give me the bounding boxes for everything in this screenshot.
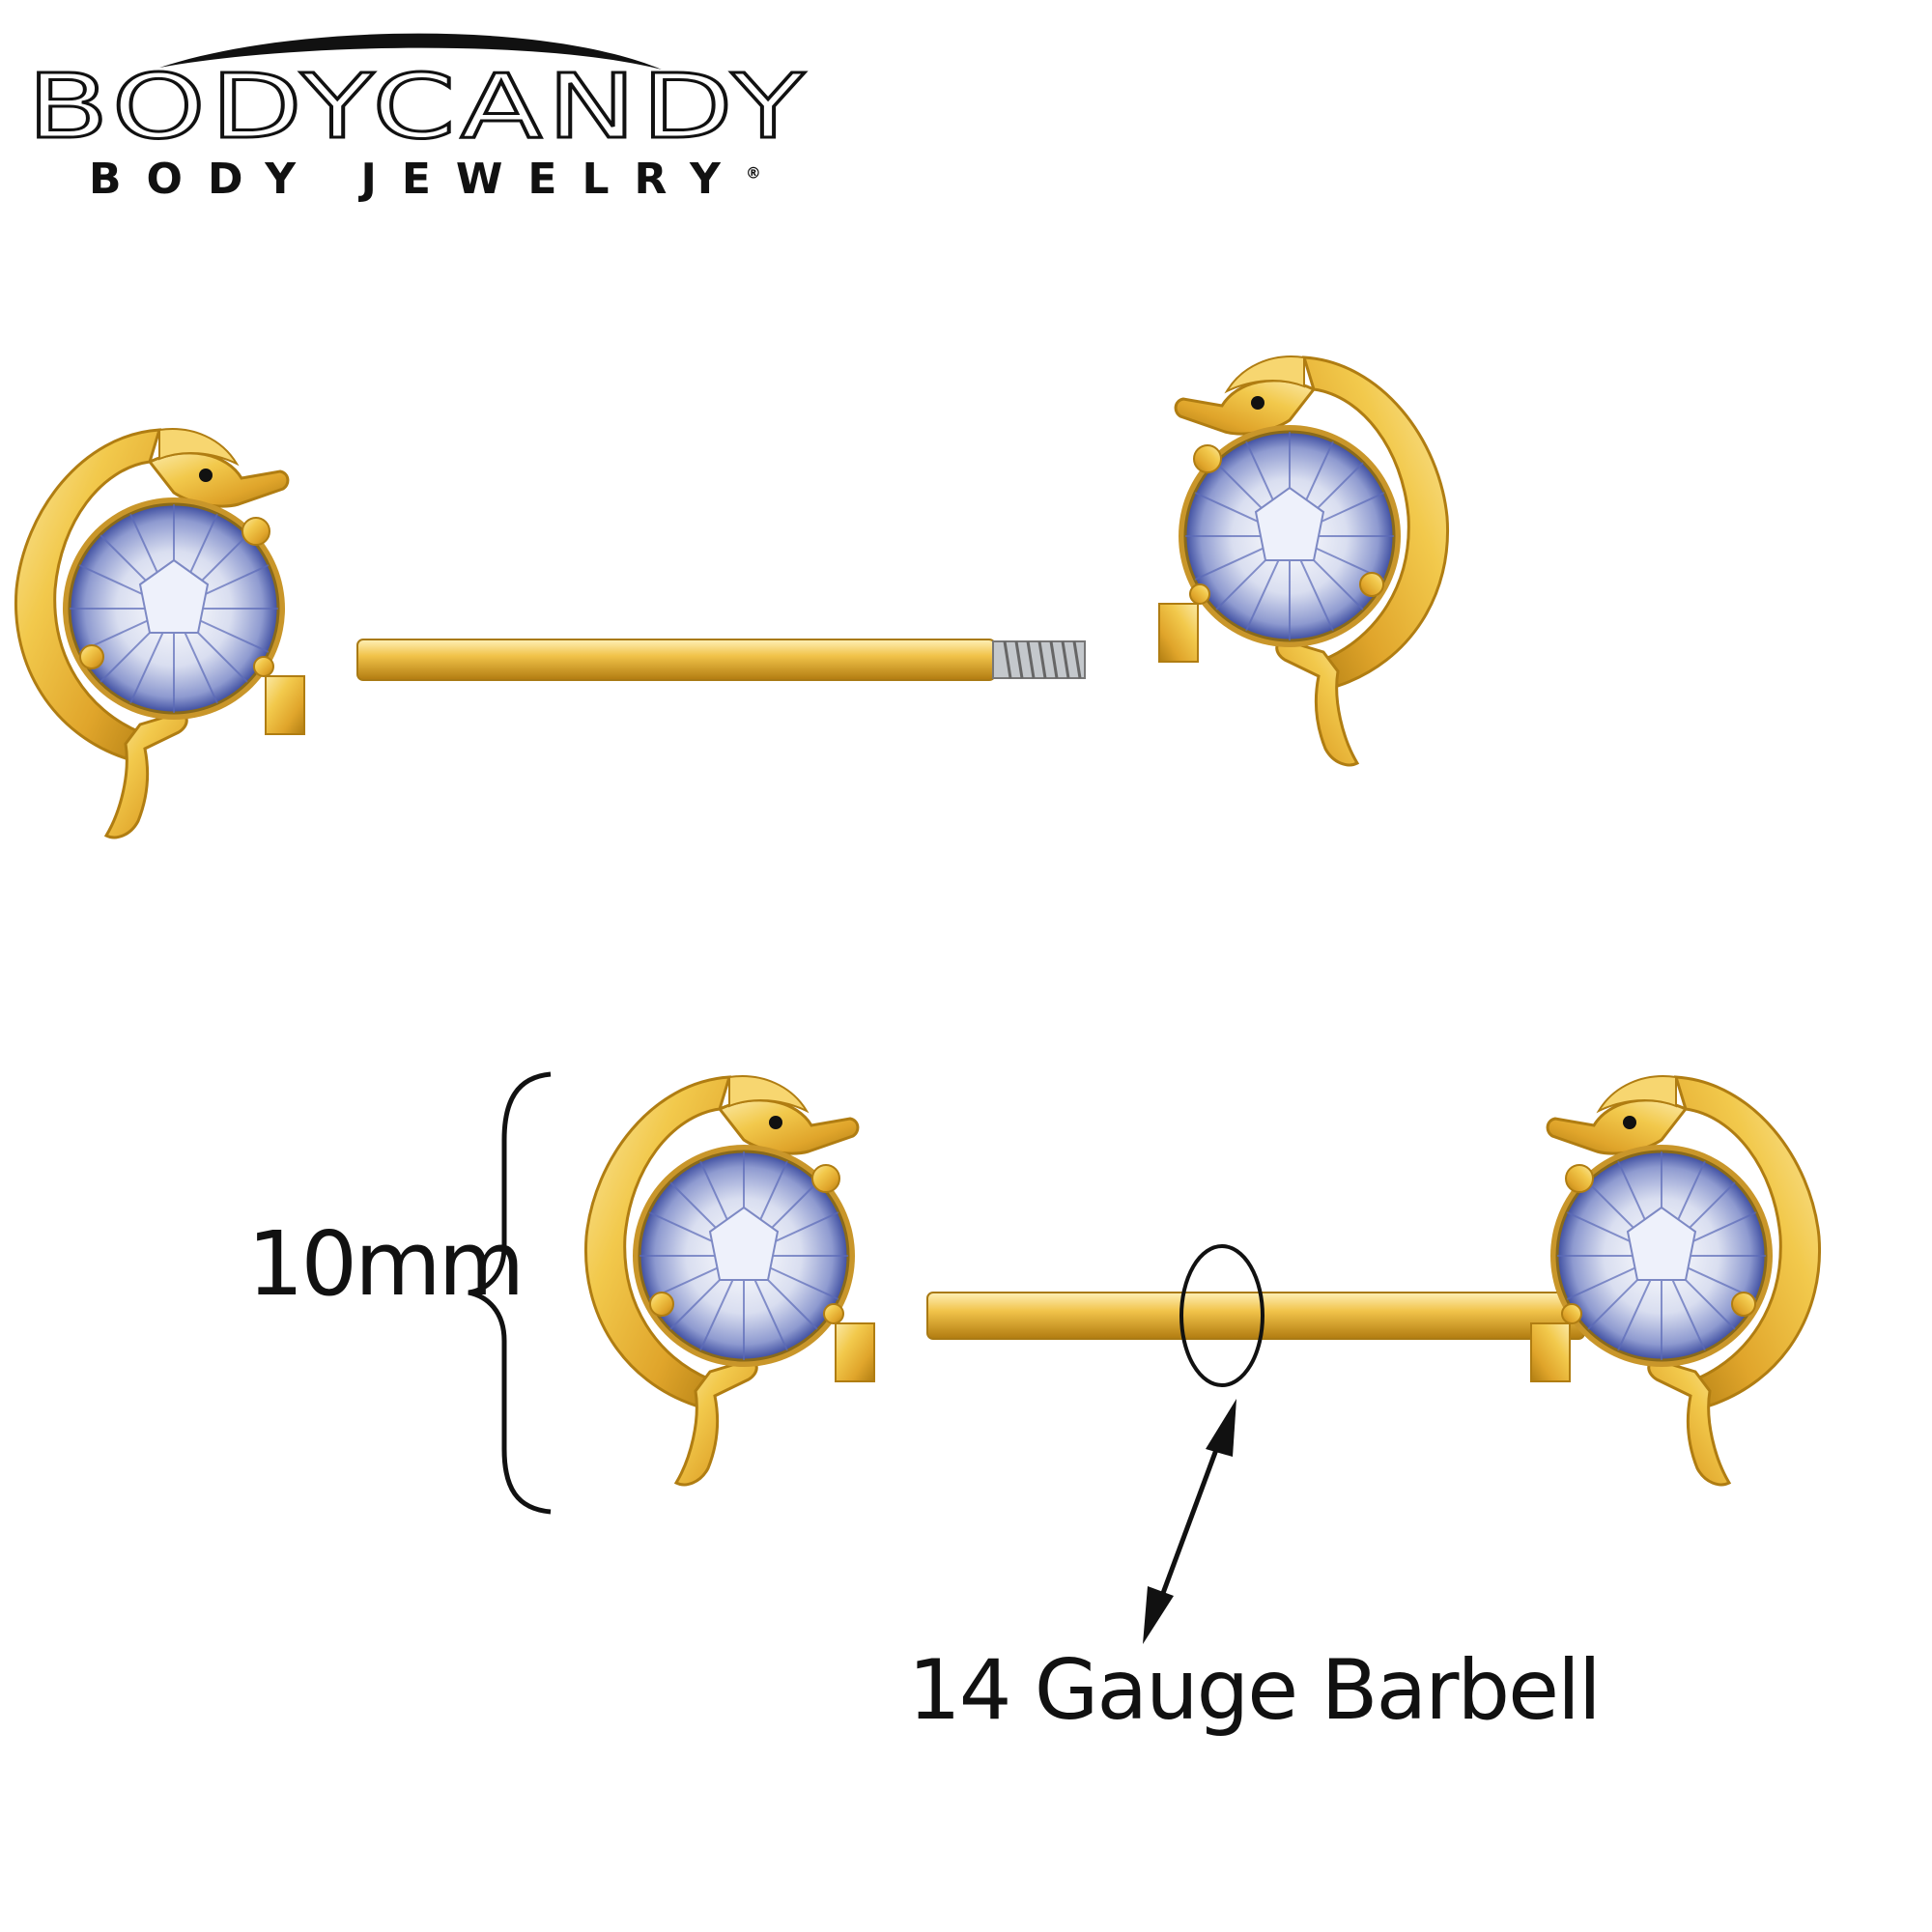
- dolphin-end-left: [14, 427, 306, 839]
- dolphin-end-loose: [1157, 355, 1450, 767]
- barbell-disassembled: [14, 355, 1450, 839]
- logo-tagline-text: BODY JEWELRY: [89, 155, 746, 204]
- gauge-measurement-label: 14 Gauge Barbell: [908, 1642, 1602, 1739]
- dolphin-end-right: [1529, 1074, 1822, 1487]
- gauge-arrow: [1143, 1399, 1236, 1644]
- svg-text:BODYCANDY: BODYCANDY: [27, 55, 810, 158]
- logo-tagline: BODY JEWELRY®: [89, 155, 761, 204]
- dolphin-end-left: [583, 1074, 876, 1487]
- gauge-indicator-ring: [1179, 1244, 1264, 1387]
- registered-mark: ®: [745, 163, 761, 183]
- height-brace: [468, 1071, 552, 1515]
- threaded-end: [992, 640, 1086, 679]
- barbell-bar: [356, 639, 996, 681]
- logo-wordmark: BODYCANDY: [26, 54, 810, 160]
- barbell-bar: [926, 1292, 1585, 1340]
- logo-swoosh: [159, 33, 662, 70]
- barbell-assembled: [583, 1074, 1822, 1487]
- height-measurement-label: 10mm: [247, 1212, 525, 1316]
